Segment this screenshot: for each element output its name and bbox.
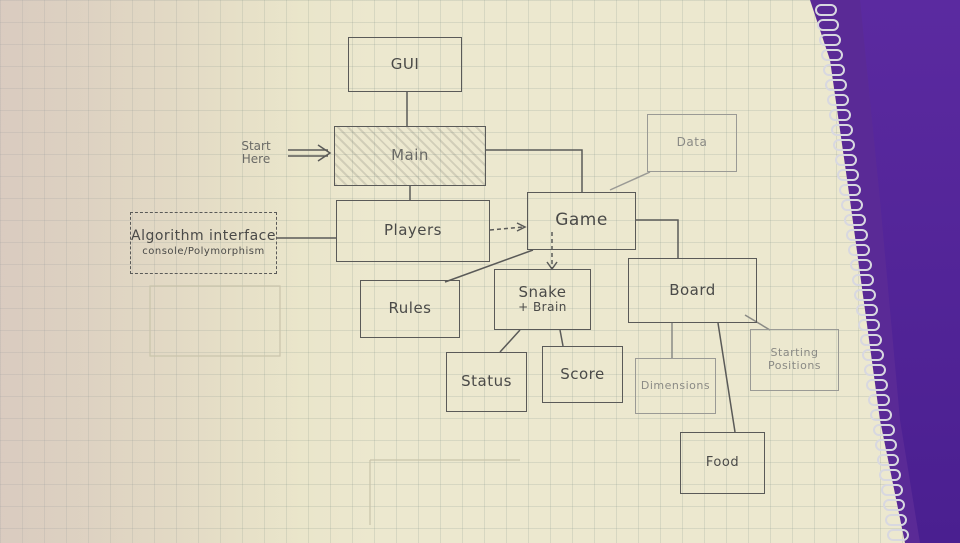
- board-starting-connector: [744, 314, 771, 331]
- board-food-connector: [717, 322, 736, 433]
- light-shading: [0, 0, 300, 543]
- spiral-ring: [878, 469, 901, 481]
- algorithm-subtitle: console/Polymorphism: [142, 246, 265, 258]
- snake-score-connector: [559, 329, 564, 347]
- spiral-ring: [833, 139, 856, 151]
- spiral-ring: [835, 154, 858, 166]
- starting-positions-node: Starting Positions: [750, 329, 839, 391]
- spiral-ring: [843, 214, 866, 226]
- spiral-ring: [874, 439, 897, 451]
- spiral-ring: [884, 514, 907, 526]
- spiral-ring: [849, 259, 872, 271]
- snake-label: Snake: [518, 282, 567, 301]
- spiral-ring: [858, 319, 881, 331]
- game-node: Game: [527, 192, 636, 250]
- rules-label: Rules: [388, 299, 432, 318]
- spiral-ring: [860, 334, 883, 346]
- erased-box: [149, 285, 281, 357]
- board-label: Board: [669, 280, 716, 299]
- score-label: Score: [560, 364, 605, 383]
- spiral-ring: [887, 529, 910, 541]
- food-label: Food: [705, 454, 740, 470]
- game-label: Game: [555, 210, 608, 231]
- start-label-line1: Start: [241, 139, 271, 153]
- gui-node: GUI: [348, 37, 462, 92]
- food-node: Food: [680, 432, 765, 494]
- spiral-ring: [837, 169, 860, 181]
- spiral-ring: [855, 304, 878, 316]
- spiral-ring: [866, 379, 889, 391]
- start-arrowhead: [317, 144, 332, 162]
- spiral-ring: [876, 454, 899, 466]
- main-game-connector: [486, 149, 583, 192]
- spiral-ring: [880, 484, 903, 496]
- spiral-ring: [814, 4, 837, 16]
- spiral-ring: [868, 394, 891, 406]
- data-label: Data: [676, 135, 708, 150]
- spiral-ring: [822, 64, 845, 76]
- spiral-ring: [851, 274, 874, 286]
- spiral-ring: [870, 409, 893, 421]
- data-node: Data: [647, 114, 737, 172]
- main-label: Main: [391, 146, 429, 165]
- snake-brain-node: Snake + Brain: [494, 269, 591, 330]
- players-node: Players: [336, 200, 490, 262]
- players-label: Players: [384, 221, 442, 240]
- game-rules-connector: [444, 249, 534, 283]
- spiral-ring: [882, 499, 905, 511]
- spiral-ring: [872, 424, 895, 436]
- spiral-ring: [824, 79, 847, 91]
- spiral-ring: [845, 229, 868, 241]
- spiral-ring: [831, 124, 854, 136]
- spiral-ring: [864, 364, 887, 376]
- dimensions-node: Dimensions: [635, 358, 716, 414]
- status-node: Status: [446, 352, 527, 412]
- players-game-arrow: [489, 226, 524, 231]
- dimensions-label: Dimensions: [640, 378, 711, 392]
- spiral-ring: [829, 109, 852, 121]
- spiral-ring: [816, 19, 839, 31]
- main-node: Main: [334, 126, 486, 186]
- game-data-connector: [609, 171, 651, 191]
- spiral-ring: [820, 49, 843, 61]
- spiral-ring: [853, 289, 876, 301]
- algorithm-interface-node: Algorithm interface console/Polymorphism: [130, 212, 277, 274]
- board-node: Board: [628, 258, 757, 323]
- algorithm-title: Algorithm interface: [131, 228, 276, 245]
- start-label-line2: Here: [241, 152, 271, 167]
- spiral-ring: [839, 184, 862, 196]
- brain-label: + Brain: [518, 300, 567, 315]
- spiral-ring: [826, 94, 849, 106]
- start-here-note: Start Here: [226, 139, 286, 167]
- players-game-arrowhead: [516, 222, 527, 232]
- positions-label: Positions: [767, 359, 822, 372]
- gui-label: GUI: [390, 54, 420, 73]
- spiral-ring: [841, 199, 864, 211]
- spiral-ring: [862, 349, 885, 361]
- rules-node: Rules: [360, 280, 460, 338]
- snake-status-connector: [499, 329, 521, 353]
- game-board-connector: [636, 219, 679, 258]
- score-node: Score: [542, 346, 623, 403]
- status-label: Status: [461, 372, 512, 391]
- spiral-ring: [818, 34, 841, 46]
- spiral-ring: [847, 244, 870, 256]
- starting-label: Starting: [770, 346, 819, 360]
